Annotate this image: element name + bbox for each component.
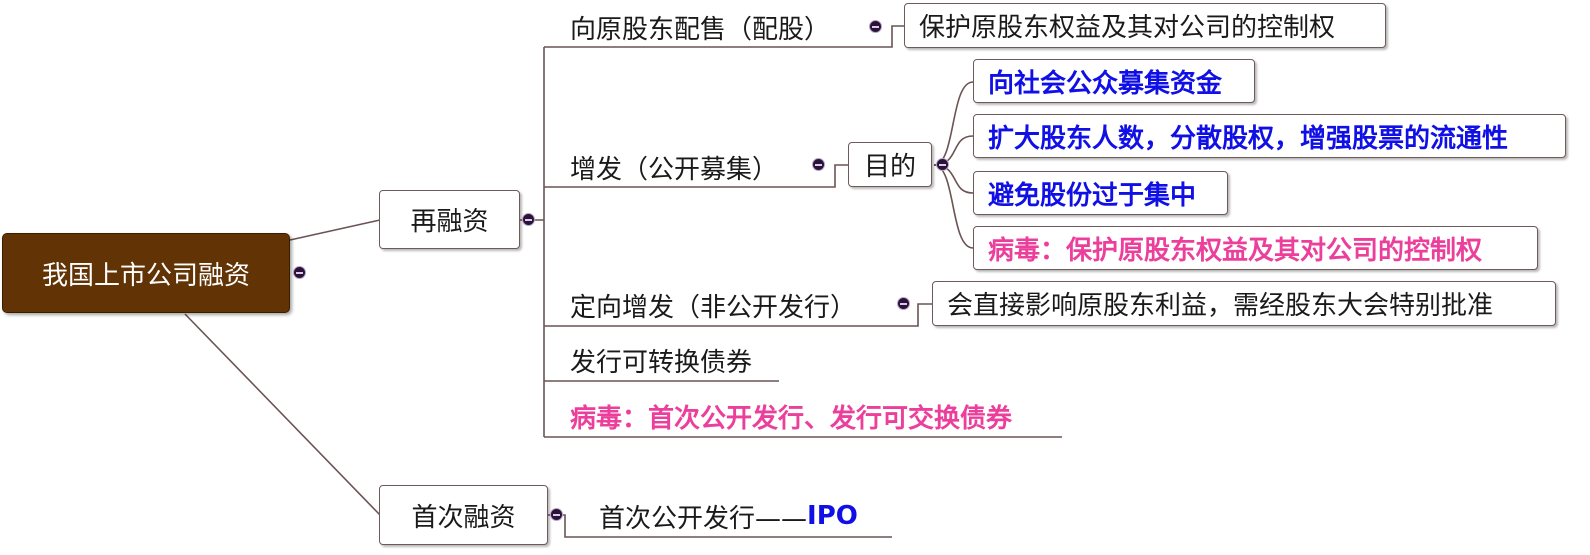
root-node[interactable]: 我国上市公司融资 — [2, 233, 290, 313]
private-placement-detail-text: 会直接影响原股东利益，需经股东大会特别批准 — [947, 291, 1494, 321]
refinancing-node[interactable]: 再融资 — [379, 190, 520, 249]
purpose-item[interactable]: 避免股份过于集中 — [973, 171, 1228, 215]
collapse-toggle-icon[interactable] — [936, 158, 949, 171]
convertible-bond-node[interactable]: 发行可转换债券 — [568, 341, 752, 379]
ipo-suffix: IPO — [807, 501, 858, 531]
refinancing-label: 再融资 — [410, 207, 489, 237]
collapse-toggle-icon[interactable] — [812, 158, 825, 171]
collapse-toggle-icon[interactable] — [869, 20, 882, 33]
purpose-item[interactable]: 向社会公众募集资金 — [973, 59, 1255, 103]
convertible-bond-label: 发行可转换债券 — [570, 347, 753, 378]
collapse-toggle-icon[interactable] — [897, 297, 910, 310]
public-offering-node[interactable]: 增发（公开募集） — [568, 148, 778, 186]
private-placement-label: 定向增发（非公开发行） — [570, 292, 857, 323]
purpose-item-text: 避免股份过于集中 — [988, 180, 1197, 211]
purpose-label: 目的 — [863, 152, 916, 182]
initial-financing-node[interactable]: 首次融资 — [379, 485, 548, 545]
rights-issue-detail[interactable]: 保护原股东权益及其对公司的控制权 — [904, 3, 1386, 48]
refinancing-trap-node[interactable]: 病毒：首次公开发行、发行可交换债券 — [568, 397, 1012, 435]
ipo-prefix: 首次公开发行—— — [599, 503, 808, 534]
purpose-item-text: 向社会公众募集资金 — [988, 68, 1223, 99]
refinancing-trap-label: 病毒：首次公开发行、发行可交换债券 — [570, 403, 1013, 434]
purpose-item-text: 扩大股东人数，分散股权，增强股票的流通性 — [988, 123, 1509, 154]
ipo-node[interactable]: 首次公开发行——IPO — [597, 497, 858, 535]
purpose-item[interactable]: 扩大股东人数，分散股权，增强股票的流通性 — [973, 114, 1566, 158]
root-label: 我国上市公司融资 — [41, 260, 250, 291]
collapse-toggle-icon[interactable] — [293, 266, 306, 279]
rights-issue-label: 向原股东配售（配股） — [570, 14, 831, 45]
private-placement-node[interactable]: 定向增发（非公开发行） — [568, 286, 856, 324]
collapse-toggle-icon[interactable] — [550, 508, 563, 521]
rights-issue-node[interactable]: 向原股东配售（配股） — [568, 8, 830, 46]
initial-financing-label: 首次融资 — [411, 502, 516, 533]
rights-issue-detail-text: 保护原股东权益及其对公司的控制权 — [919, 13, 1336, 43]
collapse-toggle-icon[interactable] — [522, 213, 535, 226]
private-placement-detail[interactable]: 会直接影响原股东利益，需经股东大会特别批准 — [932, 281, 1556, 326]
public-offering-label: 增发（公开募集） — [570, 154, 779, 185]
purpose-item-trap[interactable]: 病毒：保护原股东权益及其对公司的控制权 — [973, 226, 1538, 270]
purpose-item-text: 病毒：保护原股东权益及其对公司的控制权 — [988, 235, 1483, 266]
purpose-node[interactable]: 目的 — [848, 142, 932, 187]
